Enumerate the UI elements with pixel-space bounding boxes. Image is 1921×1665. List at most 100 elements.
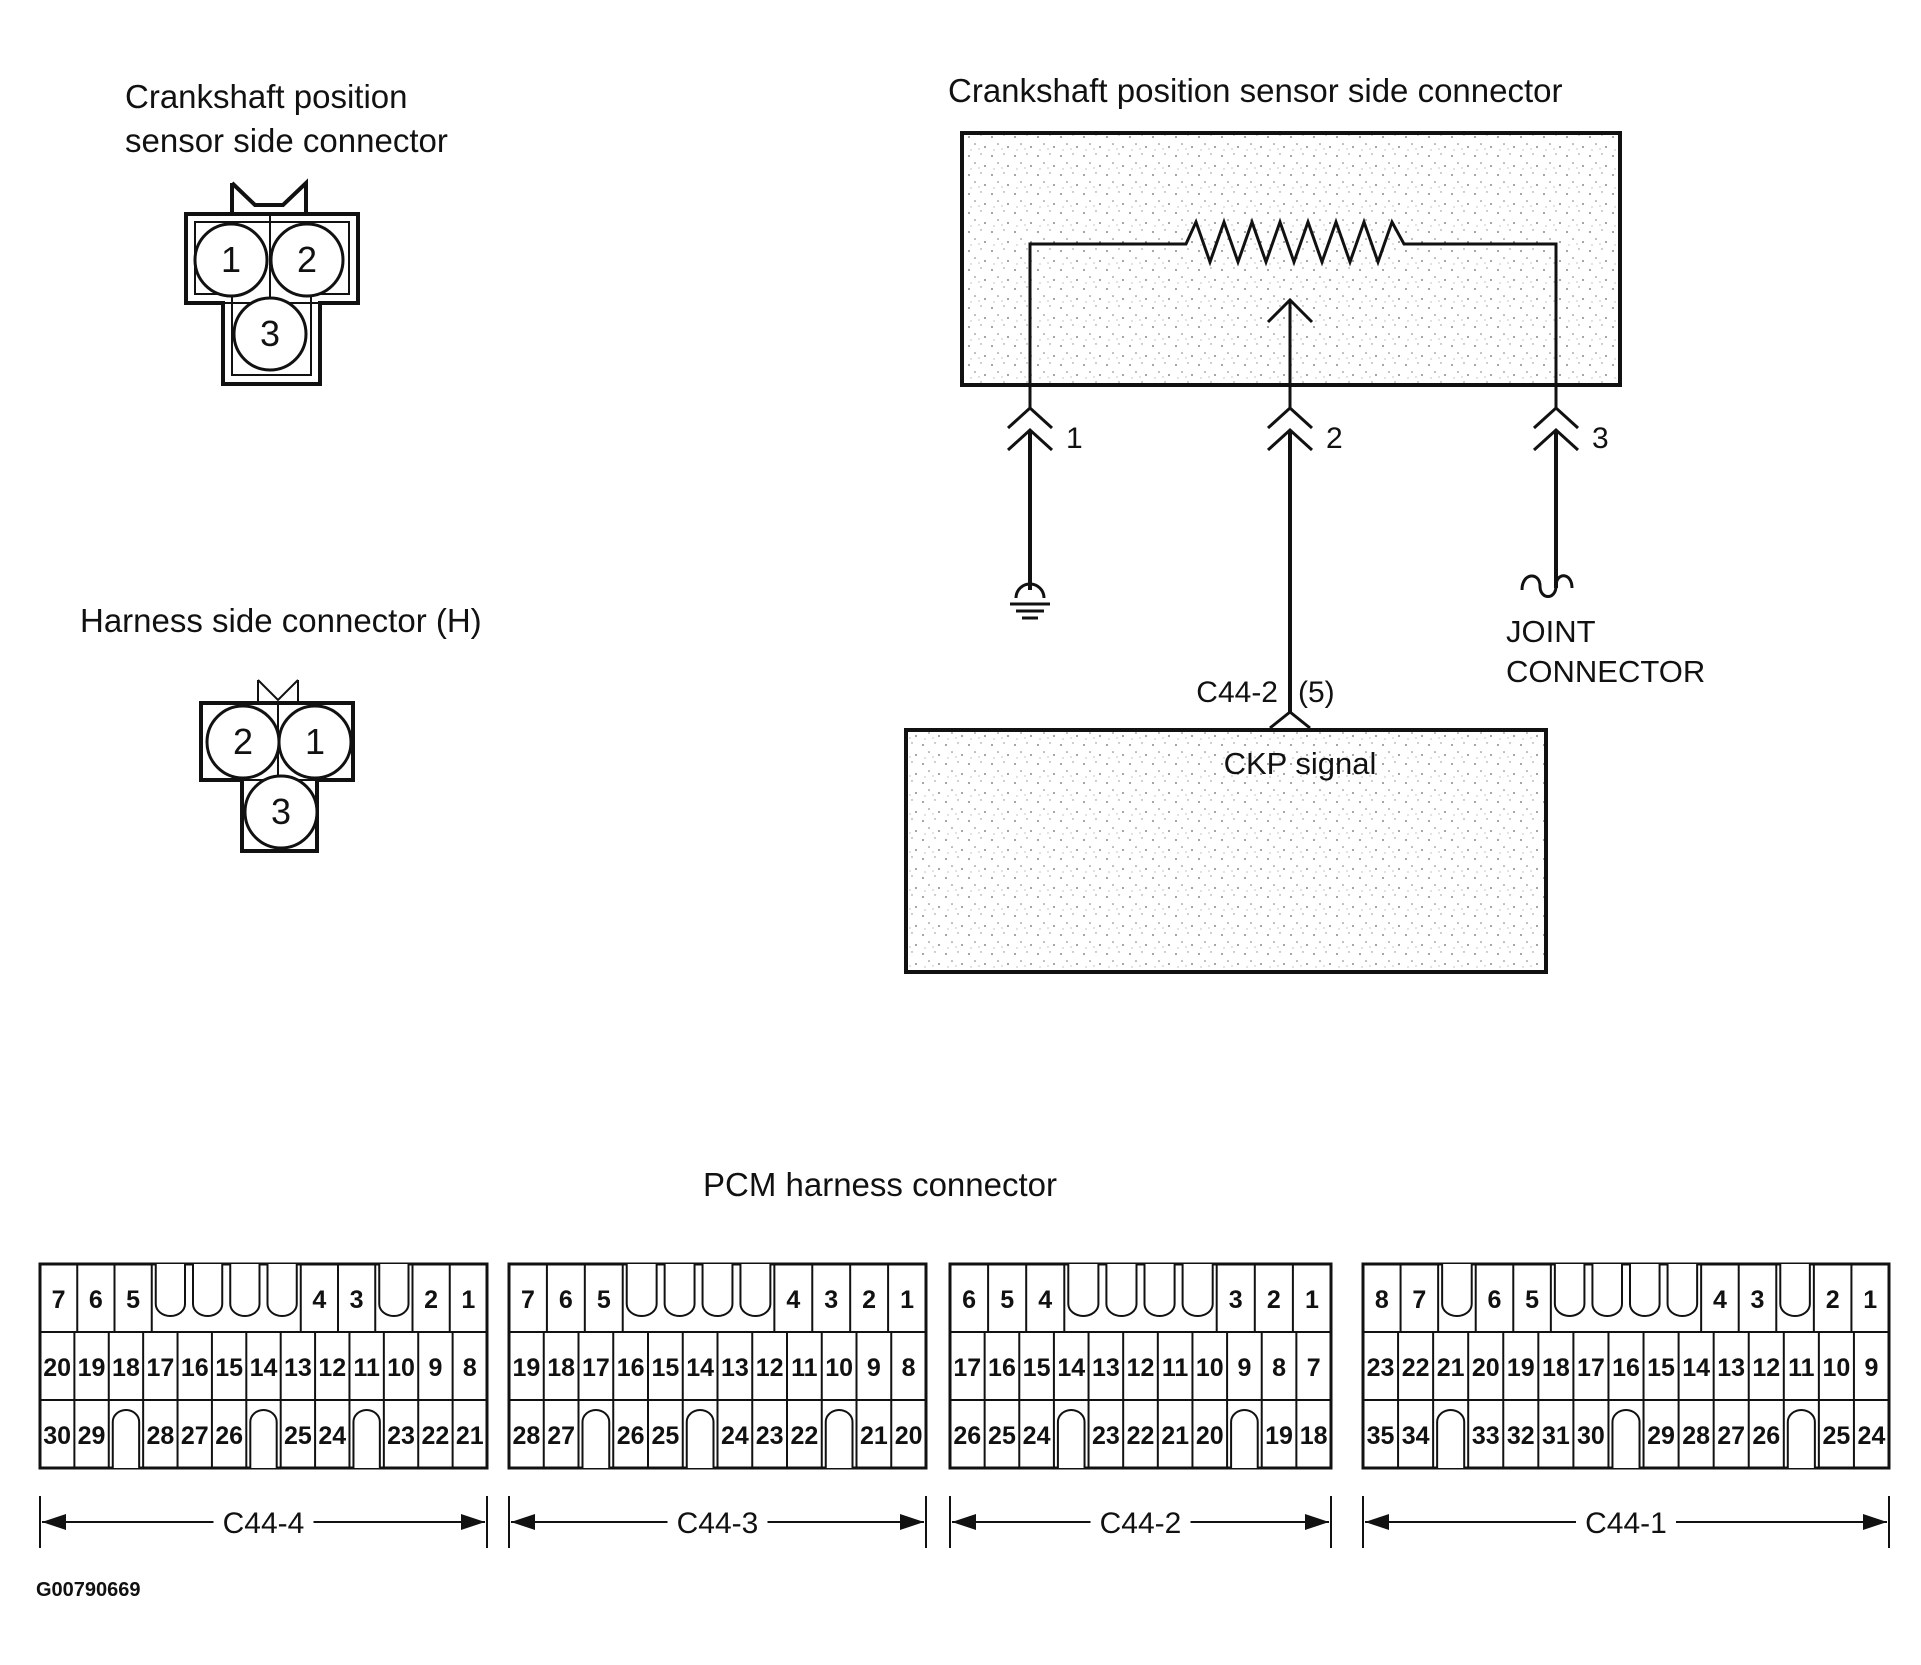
key-notch bbox=[1611, 1409, 1641, 1468]
pin-number: 28 bbox=[1682, 1422, 1710, 1450]
pcm-signal-label: CKP signal bbox=[1224, 746, 1377, 781]
sensor-pin-1-label: 1 bbox=[221, 239, 241, 280]
key-notch bbox=[378, 1264, 410, 1317]
key-notch bbox=[352, 1409, 381, 1468]
schematic: Crankshaft position sensor side connecto… bbox=[904, 72, 1705, 974]
pin-number: 18 bbox=[1300, 1422, 1328, 1450]
sensor-pin-3 bbox=[232, 296, 308, 372]
pin-number: 35 bbox=[1367, 1422, 1395, 1450]
pin-number: 21 bbox=[1161, 1422, 1189, 1450]
key-notch bbox=[111, 1409, 141, 1468]
pin-number: 12 bbox=[1127, 1354, 1155, 1382]
pin-number: 8 bbox=[463, 1354, 477, 1382]
pin-number: 10 bbox=[1822, 1354, 1850, 1382]
pin-number: 26 bbox=[617, 1422, 645, 1450]
pin-number: 5 bbox=[597, 1286, 611, 1314]
wiper-arrow bbox=[1266, 297, 1314, 324]
pin-number: 7 bbox=[1307, 1354, 1321, 1382]
pin-number: 3 bbox=[350, 1286, 364, 1314]
connector-outline bbox=[948, 1262, 1333, 1470]
pin-number: 29 bbox=[78, 1422, 106, 1450]
pin-number: 30 bbox=[43, 1422, 71, 1450]
pin-number: 14 bbox=[250, 1354, 278, 1382]
pin-number: 14 bbox=[1682, 1354, 1710, 1382]
joint-connector-icon bbox=[1520, 574, 1574, 598]
key-notch bbox=[1230, 1409, 1259, 1468]
harness-pin-1-label: 1 bbox=[305, 721, 325, 762]
pin-number: 17 bbox=[1577, 1354, 1605, 1382]
pin-number: 22 bbox=[1127, 1422, 1155, 1450]
key-notch bbox=[1436, 1409, 1466, 1468]
key-notch bbox=[229, 1264, 261, 1317]
pin-number: 8 bbox=[1272, 1354, 1286, 1382]
pin-number: 26 bbox=[215, 1422, 243, 1450]
pin-number: 9 bbox=[1237, 1354, 1251, 1382]
key-notch bbox=[192, 1264, 224, 1317]
pin-number: 6 bbox=[559, 1286, 573, 1314]
pin-number: 14 bbox=[1057, 1354, 1085, 1382]
pin-number: 16 bbox=[181, 1354, 209, 1382]
schematic-pin-3: 3 bbox=[1592, 422, 1609, 455]
pin-number: 11 bbox=[1788, 1354, 1815, 1382]
pin-number: 25 bbox=[651, 1422, 679, 1450]
sensor-side-connector: Crankshaft position sensor side connecto… bbox=[125, 78, 448, 386]
key-notch bbox=[1105, 1264, 1138, 1317]
pin-number: 11 bbox=[353, 1354, 380, 1382]
pin-number: 13 bbox=[721, 1354, 749, 1382]
pin-number: 25 bbox=[284, 1422, 312, 1450]
resistor bbox=[1028, 217, 1558, 408]
sensor-pin-2-label: 2 bbox=[297, 239, 317, 280]
pin-number: 12 bbox=[318, 1354, 346, 1382]
key-notch bbox=[266, 1264, 298, 1317]
pin-number: 16 bbox=[617, 1354, 645, 1382]
key-notch bbox=[685, 1409, 715, 1468]
pin-number: 1 bbox=[1863, 1286, 1877, 1314]
pin-number: 31 bbox=[1542, 1422, 1570, 1450]
pin-number: 19 bbox=[78, 1354, 106, 1382]
pin-number: 4 bbox=[1038, 1286, 1052, 1314]
pin-number: 20 bbox=[1196, 1422, 1224, 1450]
pin-number: 11 bbox=[1162, 1354, 1189, 1382]
pin-number: 15 bbox=[651, 1354, 679, 1382]
sensor-pin-1 bbox=[193, 222, 269, 298]
pin-number: 20 bbox=[895, 1422, 923, 1450]
pin-number: 6 bbox=[962, 1286, 976, 1314]
pin-number: 4 bbox=[1713, 1286, 1727, 1314]
ground-icon bbox=[1010, 582, 1050, 620]
harness-pin-2-label: 2 bbox=[233, 721, 253, 762]
pin-number: 3 bbox=[1751, 1286, 1765, 1314]
pin-number: 16 bbox=[1612, 1354, 1640, 1382]
joint-label-line1: JOINT bbox=[1506, 614, 1596, 649]
key-notch bbox=[1591, 1264, 1623, 1317]
key-notch bbox=[1067, 1264, 1100, 1317]
pin-number: 22 bbox=[1402, 1354, 1430, 1382]
pin-number: 28 bbox=[512, 1422, 540, 1450]
pin-number: 9 bbox=[428, 1354, 442, 1382]
pin-number: 5 bbox=[1525, 1286, 1539, 1314]
figure-id: G00790669 bbox=[36, 1579, 141, 1601]
pin-number: 20 bbox=[43, 1354, 71, 1382]
sensor-connector-title-line1: Crankshaft position bbox=[125, 78, 407, 115]
pin-number: 29 bbox=[1647, 1422, 1675, 1450]
pin-number: 23 bbox=[387, 1422, 415, 1450]
connector-label: C44-4 bbox=[223, 1507, 305, 1540]
pin-number: 23 bbox=[1092, 1422, 1120, 1450]
pin-number: 15 bbox=[1023, 1354, 1051, 1382]
pin-number: 27 bbox=[1717, 1422, 1745, 1450]
pin-number: 12 bbox=[756, 1354, 784, 1382]
pin-number: 24 bbox=[1023, 1422, 1051, 1450]
pin-number: 5 bbox=[126, 1286, 140, 1314]
connector-label: C44-3 bbox=[677, 1507, 759, 1540]
pin-number: 32 bbox=[1507, 1422, 1535, 1450]
schematic-pin-1: 1 bbox=[1066, 422, 1083, 455]
key-notch bbox=[1553, 1264, 1586, 1317]
pin-number: 24 bbox=[1858, 1422, 1886, 1450]
schematic-pin-2: 2 bbox=[1326, 422, 1343, 455]
pin-number: 8 bbox=[1375, 1286, 1389, 1314]
pin-number: 1 bbox=[900, 1286, 914, 1314]
pin-number: 4 bbox=[312, 1286, 326, 1314]
pin-number: 6 bbox=[1488, 1286, 1502, 1314]
pin-number: 26 bbox=[953, 1422, 981, 1450]
joint-label-line2: CONNECTOR bbox=[1506, 654, 1705, 689]
pin-number: 4 bbox=[786, 1286, 800, 1314]
